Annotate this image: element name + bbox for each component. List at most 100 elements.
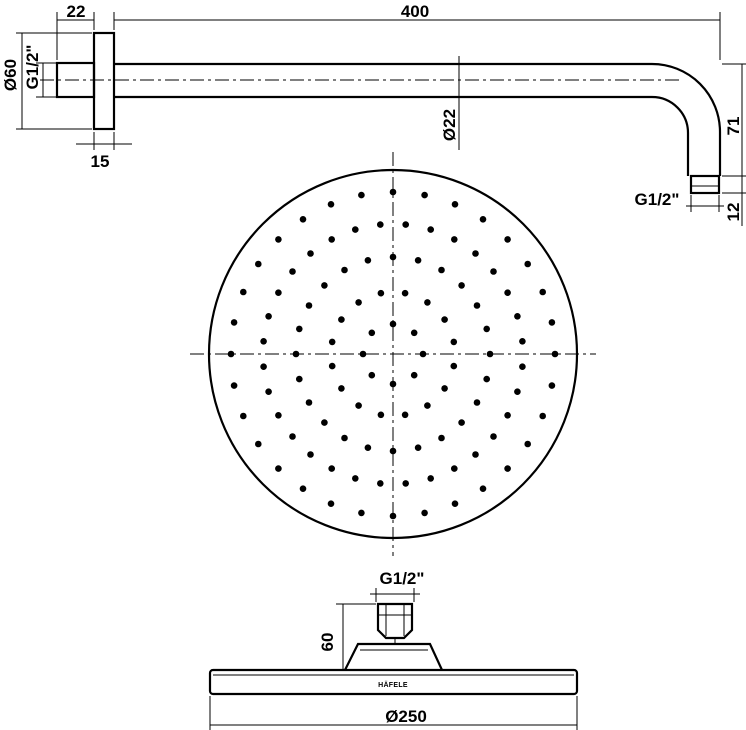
nozzle-hole <box>368 329 376 337</box>
nozzle-hole <box>483 375 491 383</box>
dim-wall-plate-depth: 15 <box>76 132 132 171</box>
dim-head-connector-thread-label: G1/2" <box>380 569 425 588</box>
nozzle-hole <box>275 465 282 472</box>
shower-head-side: HÄFELE <box>208 602 579 696</box>
dim-inlet-thread: G1/2" <box>23 45 56 98</box>
nozzle-hole <box>355 402 362 409</box>
nozzle-hole <box>472 451 479 458</box>
dim-head-diameter-label: Ø250 <box>385 707 427 726</box>
nozzle-hole <box>364 257 372 264</box>
nozzle-hole <box>473 399 481 406</box>
shower-arm <box>40 31 722 195</box>
nozzle-hole <box>358 191 365 199</box>
nozzle-hole <box>483 325 491 333</box>
nozzle-hole <box>368 371 376 379</box>
dim-pipe-diameter: Ø22 <box>440 56 460 150</box>
shower-head-face <box>190 152 596 556</box>
nozzle-hole <box>389 188 397 196</box>
nozzle-hole <box>421 191 428 199</box>
arm-pipe-inner <box>114 95 690 176</box>
nozzle-hole <box>389 253 397 261</box>
dim-pipe-diameter-label: Ø22 <box>440 109 459 141</box>
nozzle-hole <box>352 226 359 233</box>
nozzle-hole <box>377 411 385 419</box>
nozzle-hole <box>292 350 300 358</box>
nozzle-hole <box>254 260 262 268</box>
dim-arm-length: 400 <box>113 2 721 60</box>
nozzle-hole <box>519 363 526 371</box>
nozzle-hole <box>410 371 418 379</box>
nozzle-hole <box>451 236 458 243</box>
nozzle-hole <box>296 325 303 333</box>
dim-inlet-thread-label: G1/2" <box>23 45 42 90</box>
nozzle-hole <box>414 444 422 452</box>
nozzle-hole <box>275 412 282 419</box>
nozzle-hole <box>450 338 458 346</box>
dim-flange-thickness-label: 22 <box>67 2 86 21</box>
nozzle-hole <box>539 288 546 296</box>
nozzle-hole <box>265 388 272 396</box>
nozzle-hole <box>260 363 267 371</box>
nozzle-hole <box>419 350 427 358</box>
dim-outlet-length-label: 12 <box>724 203 743 222</box>
nozzle-hole <box>438 434 445 442</box>
nozzle-hole <box>427 226 435 233</box>
nozzle-hole <box>539 412 546 420</box>
head-body <box>344 642 443 671</box>
nozzle-hole <box>328 465 336 472</box>
nozzle-hole <box>307 250 314 257</box>
nozzle-hole <box>402 480 410 487</box>
dim-outlet-thread-label: G1/2" <box>635 190 680 209</box>
outlet-nipple <box>689 174 721 195</box>
nozzle-hole <box>305 399 313 406</box>
nozzle-hole <box>358 509 365 517</box>
nozzle-hole <box>504 289 511 297</box>
nozzle-hole <box>377 480 384 487</box>
nozzle-hole <box>410 329 418 337</box>
nozzle-hole <box>254 440 262 448</box>
nozzle-hole <box>359 350 367 358</box>
nozzle-hole <box>514 313 521 320</box>
dim-drop-height-label: 71 <box>724 117 743 136</box>
dim-outlet-thread: G1/2" <box>635 190 724 212</box>
nozzle-hole <box>427 475 435 482</box>
dim-flange-thickness: 22 <box>56 2 95 60</box>
nozzle-hole <box>486 350 494 358</box>
nozzle-hole <box>328 338 336 346</box>
nozzle-hole <box>504 465 511 472</box>
nozzle-hole <box>289 433 296 440</box>
nozzle-hole <box>364 444 372 452</box>
head-plate <box>208 668 579 696</box>
nozzle-hole <box>441 385 448 392</box>
nozzle-hole <box>289 268 296 275</box>
nozzle-hole <box>327 201 335 208</box>
wall-flange <box>92 31 116 131</box>
dim-head-diameter: Ø250 <box>209 696 578 730</box>
nozzle-hole <box>377 221 384 228</box>
dim-outlet-length: 12 <box>722 176 746 226</box>
nozzle-hole <box>479 216 487 223</box>
nozzle-hole <box>389 512 397 520</box>
nozzle-hole <box>328 236 336 243</box>
nozzle-hole <box>551 350 559 358</box>
nozzle-hole <box>458 282 465 289</box>
nozzle-hole <box>414 257 422 264</box>
nozzle-hole <box>338 316 345 323</box>
nozzle-hole <box>355 299 362 306</box>
nozzle-hole <box>389 380 397 388</box>
nozzle-hole <box>296 375 303 383</box>
nozzle-hole <box>240 412 247 420</box>
nozzle-hole <box>260 338 267 345</box>
nozzle-hole <box>402 221 410 228</box>
dim-flange-diameter-label: Ø60 <box>1 59 20 91</box>
nozzle-hole <box>352 475 359 482</box>
nozzle-hole <box>327 500 335 508</box>
nozzle-hole <box>450 362 458 370</box>
nozzle-hole <box>458 419 465 426</box>
nozzle-hole <box>275 236 282 243</box>
connector-hex <box>376 602 414 640</box>
nozzle-hole <box>341 434 348 442</box>
nozzle-hole <box>490 433 497 440</box>
nozzle-hole <box>548 382 556 389</box>
